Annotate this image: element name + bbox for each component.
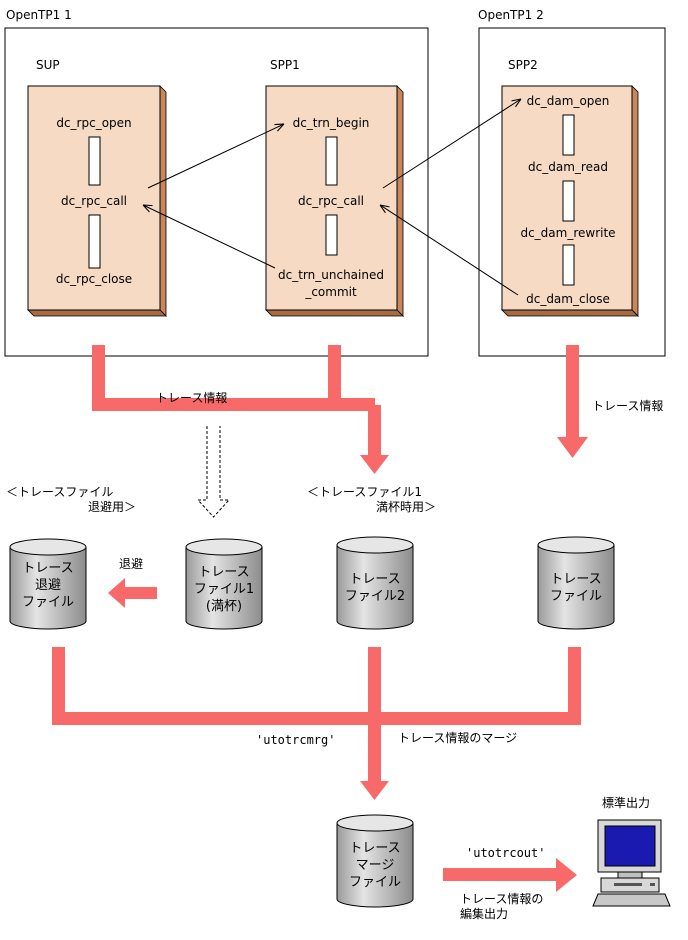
- func-label: dc_dam_read: [528, 160, 608, 174]
- evac-file-caption-1: ＜トレースファイル: [6, 485, 114, 499]
- func-label: dc_rpc_call: [298, 194, 364, 208]
- edit-output-label-2: 編集出力: [460, 907, 509, 921]
- trace-flow-arrow-right: [557, 345, 588, 458]
- output-arrow: [443, 858, 577, 892]
- output-command-label: 'utotrcout': [466, 846, 546, 860]
- merge-flow-arrow: [52, 647, 581, 800]
- cylinder-file: [537, 536, 615, 630]
- evacuate-label: 退避: [119, 557, 144, 571]
- evac-file-caption-2: 退避用＞: [88, 500, 137, 514]
- func-label: dc_dam_close: [526, 292, 610, 306]
- merge-label: トレース情報のマージ: [398, 731, 518, 745]
- process-box-spp1: [265, 85, 404, 317]
- system-label-2: OpenTP1 2: [478, 8, 544, 22]
- full-file-caption-2: 満杯時用＞: [376, 500, 437, 514]
- call-arrow-spp1-to-spp2: [382, 99, 521, 189]
- process-box-spp2: [501, 85, 639, 317]
- edit-output-label-1: トレース情報の: [460, 892, 544, 906]
- return-arrow-spp2-to-spp1: [380, 205, 519, 296]
- func-label: dc_rpc_close: [55, 272, 133, 286]
- cylinder-file2: [336, 536, 414, 630]
- stdout-label: 標準出力: [602, 796, 651, 810]
- process-name-spp1: SPP1: [270, 58, 300, 72]
- cylinder-label-evac: トレース退避ファイル: [21, 561, 75, 610]
- cylinder-label-file: トレースファイル: [549, 572, 603, 604]
- process-name-spp2: SPP2: [508, 58, 538, 72]
- func-label: _commit: [305, 285, 357, 299]
- func-label: dc_trn_unchained: [278, 268, 384, 282]
- merge-command-label: 'utotrcmrg': [256, 733, 336, 747]
- trace-info-label-left: トレース情報: [156, 391, 228, 405]
- func-label: dc_trn_begin: [292, 116, 370, 130]
- call-arrow-sup-to-spp1: [147, 124, 284, 189]
- process-name-sup: SUP: [36, 58, 60, 72]
- cylinder-evac: [9, 538, 87, 630]
- trace-flow-arrow-left: [92, 345, 389, 474]
- func-label: dc_rpc_open: [56, 116, 132, 130]
- cylinder-merge: [336, 814, 414, 908]
- func-label: dc_dam_rewrite: [520, 226, 616, 240]
- cylinder-label-merge: トレースマージファイル: [348, 841, 402, 890]
- trace-info-label-right: トレース情報: [592, 399, 664, 413]
- func-label: dc_rpc_call: [61, 194, 127, 208]
- cylinder-label-file1: トレースファイル1(満杯): [193, 565, 255, 614]
- computer-icon: [592, 819, 671, 907]
- cylinder-file1: [185, 538, 263, 630]
- process-box-sup: [27, 85, 167, 317]
- return-arrow-spp1-to-sup: [143, 205, 276, 269]
- cylinder-label-file2: トレースファイル2: [344, 572, 406, 604]
- dashed-switch-arrow: [196, 426, 231, 518]
- system-label-1: OpenTP1 1: [6, 8, 72, 22]
- func-label: dc_dam_open: [526, 94, 610, 108]
- evacuate-arrow: [108, 578, 157, 608]
- full-file-caption-1: ＜トレースファイル1: [307, 485, 423, 499]
